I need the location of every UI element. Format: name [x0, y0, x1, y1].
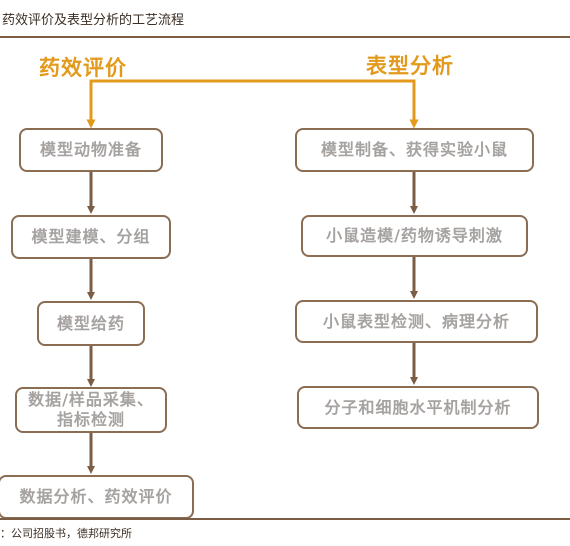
source-note: ：公司招股书，德邦研究所	[0, 527, 132, 540]
page-title: 药效评价及表型分析的工艺流程	[2, 13, 185, 28]
step-model-prep-mice: 模型制备、获得实验小鼠	[295, 128, 534, 172]
step-molecular-cellular-analysis: 分子和细胞水平机制分析	[297, 386, 539, 429]
step-dosing: 模型给药	[37, 301, 145, 346]
step-phenotype-pathology: 小鼠表型检测、病理分析	[295, 300, 538, 343]
step-modeling-grouping: 模型建模、分组	[11, 215, 171, 259]
step-analysis-evaluation: 数据分析、药效评价	[0, 475, 194, 519]
lane-title-efficacy: 药效评价	[39, 55, 127, 80]
lane-title-phenotype: 表型分析	[366, 53, 454, 78]
step-model-animal-prep: 模型动物准备	[19, 128, 163, 172]
footer-divider	[0, 518, 570, 520]
lane-bracket-connector	[89, 79, 416, 118]
header-divider	[0, 36, 570, 38]
step-mouse-modeling-induction: 小鼠造模/药物诱导刺激	[301, 215, 528, 257]
step-sampling-detection: 数据/样品采集、 指标检测	[15, 387, 167, 433]
header: 药效评价及表型分析的工艺流程	[0, 0, 570, 38]
